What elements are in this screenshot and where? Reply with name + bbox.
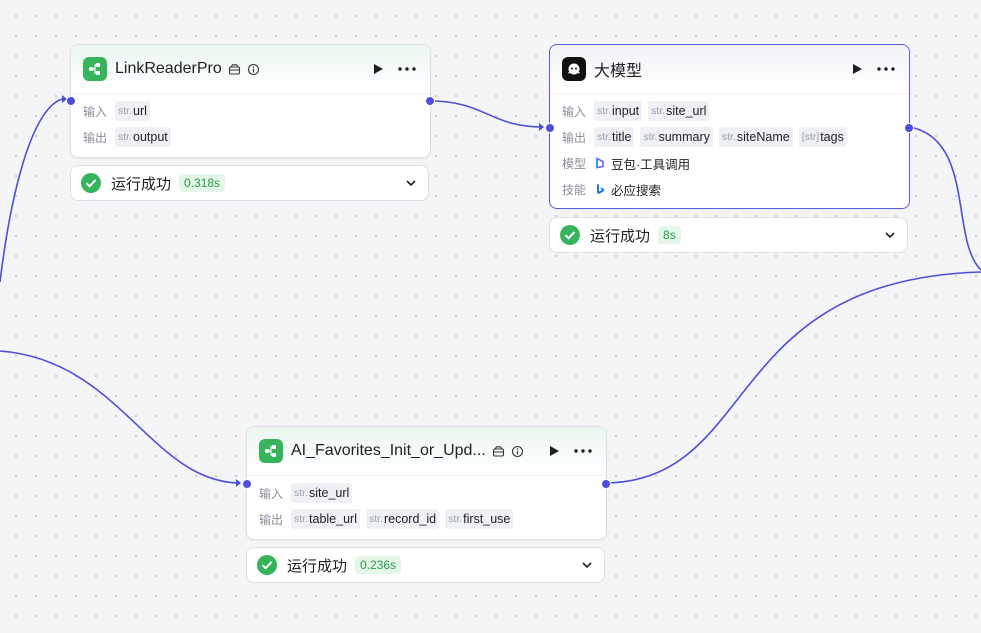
run-button[interactable] (847, 59, 867, 79)
input-port[interactable] (66, 96, 76, 106)
output-row: 输出 str.title str.summary str.siteName [s… (562, 124, 897, 150)
node-header[interactable]: LinkReaderPro (71, 45, 430, 94)
info-icon[interactable] (511, 445, 524, 458)
skill-value: 必应搜索 (611, 183, 662, 198)
play-icon (374, 64, 383, 74)
storage-icon (228, 63, 241, 76)
model-row: 模型 豆包·工具调用 (562, 150, 897, 176)
node-title: 大模型 (594, 63, 643, 80)
run-status-bar[interactable]: 运行成功 0.318s (70, 165, 429, 201)
success-check-icon (560, 225, 580, 245)
output-port[interactable] (601, 479, 611, 489)
edge-llm-to-right[interactable] (909, 126, 981, 271)
param-chip: str.site_url (291, 483, 353, 503)
edge-arrow (539, 123, 544, 131)
param-chip: str.url (115, 101, 150, 121)
output-row: 输出 str.table_url str.record_id str.first… (259, 506, 594, 532)
storage-icon (492, 445, 505, 458)
param-chip: str.site_url (648, 101, 710, 121)
edge-linkreader-to-llm[interactable] (429, 100, 544, 128)
param-chip: str.record_id (365, 509, 440, 529)
param-chip: str.title (594, 127, 635, 147)
chevron-down-icon[interactable] (404, 176, 418, 190)
output-row: 输出 str.output (83, 124, 418, 150)
edge-start-to-linkreader[interactable] (0, 98, 63, 283)
play-icon (550, 446, 559, 456)
output-port[interactable] (904, 123, 914, 133)
more-icon (574, 449, 592, 453)
param-chip: str.table_url (291, 509, 360, 529)
param-chip: str.first_use (445, 509, 514, 529)
chevron-down-icon[interactable] (883, 228, 897, 242)
run-button[interactable] (544, 441, 564, 461)
node-linkreaderpro[interactable]: LinkReaderPro 输入 str.url 输出 str.output (70, 44, 431, 158)
param-chip: str.summary (640, 127, 713, 147)
node-title: LinkReaderPro (115, 60, 222, 77)
status-text: 运行成功 (111, 175, 172, 193)
more-icon (398, 67, 416, 71)
duration-badge: 0.236s (355, 556, 402, 574)
plugin-icon (83, 57, 107, 81)
play-icon (853, 64, 862, 74)
more-button[interactable] (875, 59, 897, 79)
duration-badge: 8s (658, 226, 681, 244)
success-check-icon (257, 555, 277, 575)
duration-badge: 0.318s (179, 174, 226, 192)
doubao-icon (596, 157, 604, 169)
edge-arrow (236, 479, 241, 487)
input-row: 输入 str.input str.site_url (562, 98, 897, 124)
info-icon[interactable] (247, 63, 260, 76)
node-header[interactable]: 大模型 (550, 45, 909, 94)
input-row: 输入 str.site_url (259, 480, 594, 506)
more-button[interactable] (572, 441, 594, 461)
input-port[interactable] (545, 123, 555, 133)
run-status-bar[interactable]: 运行成功 0.236s (246, 547, 605, 583)
skill-row: 技能 必应搜索 (562, 176, 897, 202)
more-button[interactable] (396, 59, 418, 79)
param-chip: str.siteName (718, 127, 793, 147)
node-llm[interactable]: 大模型 输入 str.input str.site_url 输出 str.tit… (549, 44, 910, 209)
llm-icon (562, 57, 586, 81)
edge-arrow (62, 95, 67, 103)
param-chip: str.output (115, 127, 171, 147)
param-chip: str.input (594, 101, 643, 121)
bing-icon (597, 184, 604, 194)
model-value: 豆包·工具调用 (611, 157, 691, 172)
output-port[interactable] (425, 96, 435, 106)
run-status-bar[interactable]: 运行成功 8s (549, 217, 908, 253)
param-chip: [str]tags (798, 127, 847, 147)
status-text: 运行成功 (590, 227, 651, 245)
input-port[interactable] (242, 479, 252, 489)
node-header[interactable]: AI_Favorites_Init_or_Upd... (247, 427, 606, 476)
success-check-icon (81, 173, 101, 193)
edge-start-to-aifavorites[interactable] (0, 350, 239, 484)
chevron-down-icon[interactable] (580, 558, 594, 572)
node-ai-favorites[interactable]: AI_Favorites_Init_or_Upd... 输入 str.site_… (246, 426, 607, 540)
input-row: 输入 str.url (83, 98, 418, 124)
node-title: AI_Favorites_Init_or_Upd... (291, 442, 486, 459)
plugin-icon (259, 439, 283, 463)
more-icon (877, 67, 895, 71)
status-text: 运行成功 (287, 557, 348, 575)
edge-aifavorites-to-right[interactable] (605, 271, 981, 484)
run-button[interactable] (368, 59, 388, 79)
